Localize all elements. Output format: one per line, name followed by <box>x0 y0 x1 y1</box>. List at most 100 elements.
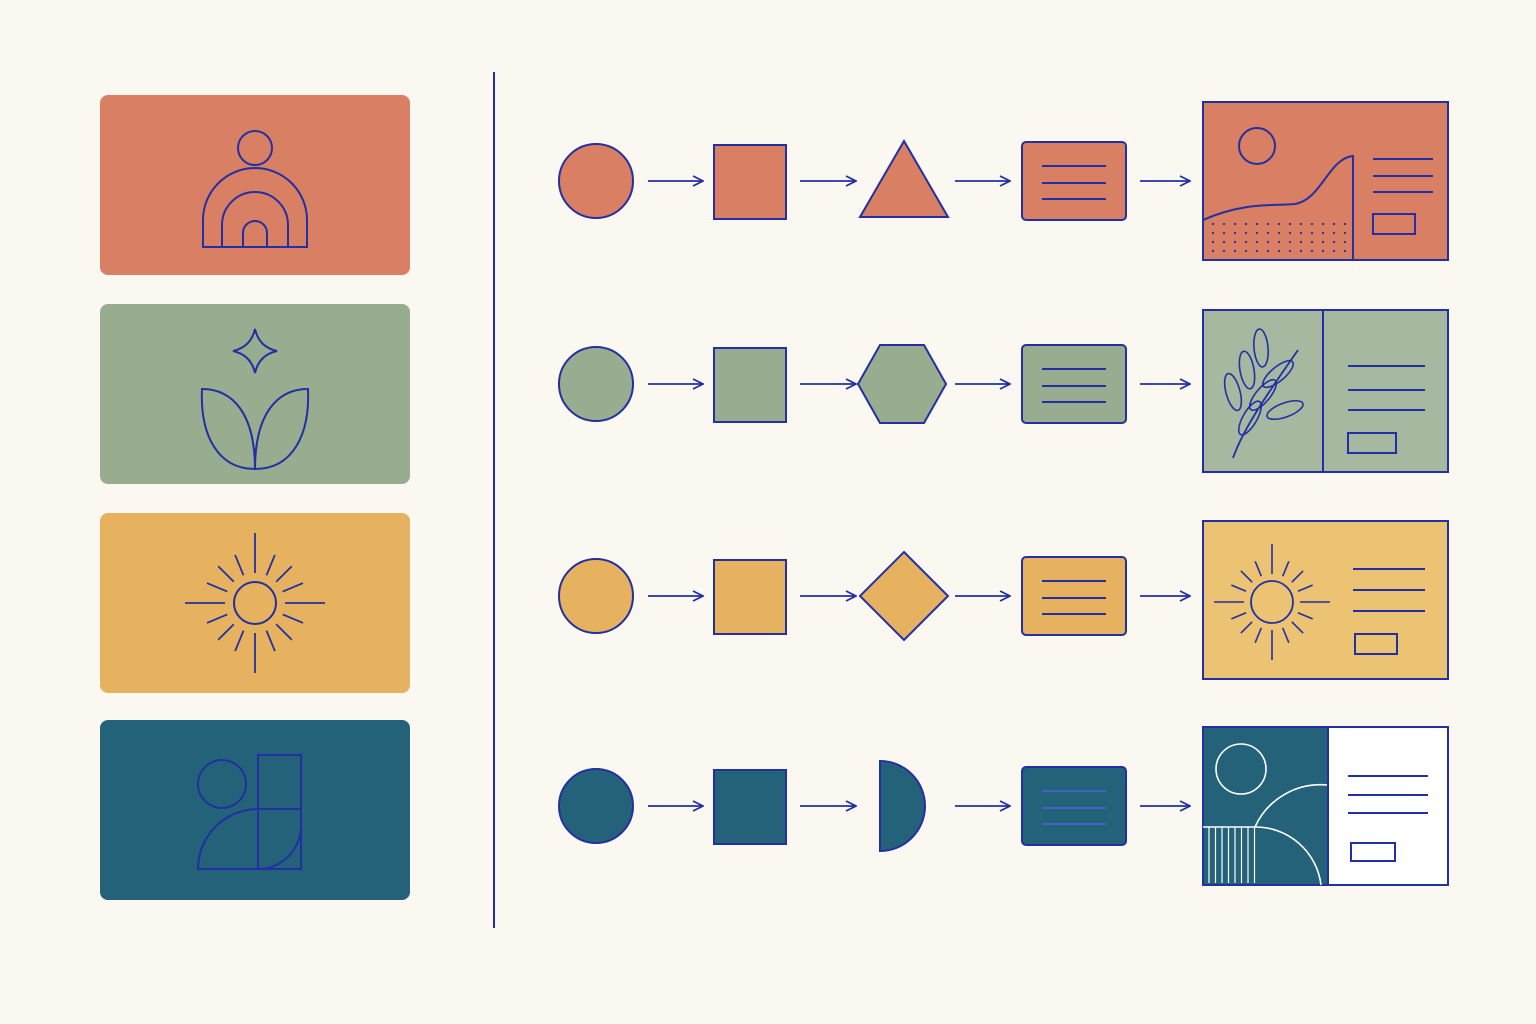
dot <box>1343 240 1347 244</box>
sun-ray <box>275 623 293 641</box>
card-mustard-bg <box>100 513 410 693</box>
dot <box>1310 249 1314 253</box>
dot <box>1310 240 1314 244</box>
dot <box>1255 240 1259 244</box>
shape-triangle <box>858 139 950 218</box>
sun-ray <box>1297 584 1313 593</box>
leaf <box>1237 400 1263 436</box>
dot <box>1343 231 1347 235</box>
shape-hexagon <box>856 344 948 424</box>
sun-ray <box>1291 570 1304 583</box>
dot <box>1266 249 1270 253</box>
sun-ray <box>1291 621 1304 634</box>
sun-ray <box>1297 611 1313 620</box>
card-sage-bg <box>100 304 410 484</box>
shape-circle <box>558 558 634 634</box>
panel-button <box>1350 842 1396 862</box>
dot <box>1288 222 1292 226</box>
middle-arch <box>221 191 289 247</box>
leaf <box>1266 399 1304 421</box>
panel-button <box>1372 213 1416 235</box>
panel-hill <box>1202 154 1354 261</box>
dot <box>1321 231 1325 235</box>
dot <box>1299 222 1303 226</box>
dot <box>1343 249 1347 253</box>
dot <box>1299 231 1303 235</box>
flow-terracotta <box>558 139 1190 221</box>
sun-disc <box>233 581 277 625</box>
text-card-body <box>1021 766 1127 846</box>
dot <box>1343 222 1347 226</box>
sun-disc <box>1250 580 1294 624</box>
sun-ray <box>265 630 276 652</box>
leaf <box>1261 359 1295 389</box>
dot <box>1277 231 1281 235</box>
left-leaf <box>200 387 257 471</box>
shape-square <box>713 559 787 635</box>
dot <box>1321 240 1325 244</box>
shape-square <box>713 347 787 423</box>
dot <box>1211 249 1215 253</box>
shape-half-circle <box>879 759 926 853</box>
flow-teal <box>558 759 1190 853</box>
shape-text-card <box>1021 141 1127 221</box>
dot <box>1255 231 1259 235</box>
row-sage <box>100 304 1449 484</box>
inner-arch <box>242 220 268 247</box>
final-panel-landscape-dotted <box>1202 101 1449 261</box>
sun-ray <box>1281 627 1290 643</box>
sun-ray <box>1231 611 1247 620</box>
leaf-sprig-icon <box>1223 328 1304 459</box>
sun-ray <box>282 613 304 624</box>
dot <box>1211 222 1215 226</box>
panel-circle <box>1215 743 1267 795</box>
shape-circle <box>558 346 634 422</box>
sun-ray <box>217 565 235 583</box>
dot <box>1332 222 1336 226</box>
text-card-body <box>1021 141 1127 221</box>
panel-frame <box>1202 520 1449 680</box>
dot <box>1277 240 1281 244</box>
dot <box>1255 249 1259 253</box>
sun-ray <box>275 565 293 583</box>
dot <box>1233 231 1237 235</box>
sun-ray <box>206 582 228 593</box>
card-teal <box>100 720 410 900</box>
card-terracotta <box>100 95 410 275</box>
dot <box>1321 249 1325 253</box>
final-panel-leaf-split <box>1202 309 1449 473</box>
dot <box>1244 222 1248 226</box>
sparkle-star <box>232 328 278 374</box>
person-arch-icon <box>202 130 308 248</box>
head-circle <box>237 130 273 166</box>
shape-text-card <box>1021 344 1127 424</box>
panel-arc-outer <box>1254 783 1328 828</box>
dot <box>1288 240 1292 244</box>
panel-frame <box>1202 101 1449 261</box>
dot <box>1233 249 1237 253</box>
shape-text-card <box>1021 766 1127 846</box>
panel-teal-side <box>1202 726 1329 886</box>
geo-arc <box>257 825 302 870</box>
geo-circle <box>197 759 247 809</box>
shape-circle <box>558 768 634 844</box>
shape-square <box>713 769 787 845</box>
right-leaf <box>253 387 310 471</box>
dot <box>1266 222 1270 226</box>
sun-ray <box>1281 561 1290 577</box>
sun-ray <box>1240 621 1253 634</box>
dot <box>1299 240 1303 244</box>
dot <box>1222 240 1226 244</box>
dot <box>1266 231 1270 235</box>
dot <box>1277 222 1281 226</box>
dot <box>1211 231 1215 235</box>
dot <box>1299 249 1303 253</box>
sun-ray <box>234 554 245 576</box>
dot <box>1244 249 1248 253</box>
panel-button <box>1347 432 1397 454</box>
sun-rays-icon <box>185 533 325 673</box>
sun-ray <box>1231 584 1247 593</box>
dot <box>1332 249 1336 253</box>
